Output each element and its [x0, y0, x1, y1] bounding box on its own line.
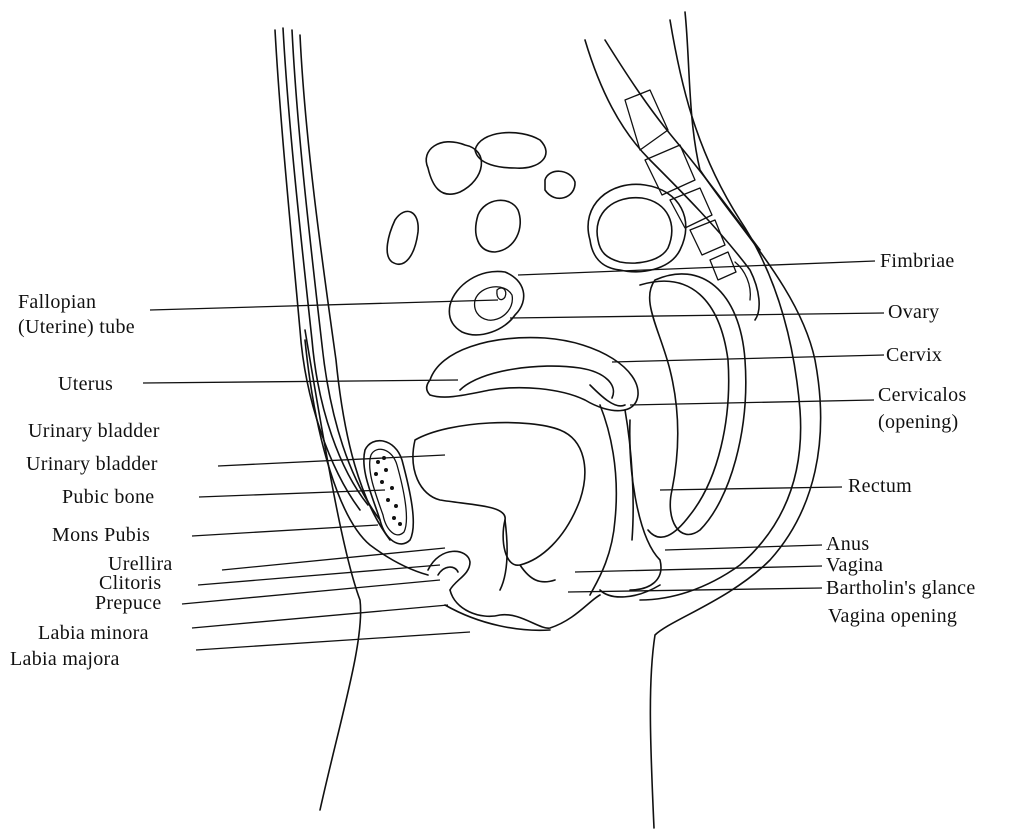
label-clitoris: Clitoris: [99, 572, 161, 594]
label-cervicalos-line2: (opening): [878, 411, 958, 433]
label-rectum: Rectum: [848, 475, 912, 497]
label-vagina-opening: Vagina opening: [828, 605, 957, 627]
vagina-cervix: [590, 405, 660, 597]
label-prepuce: Prepuce: [95, 592, 162, 614]
label-vagina: Vagina: [826, 554, 883, 576]
body-outline-back: [640, 12, 821, 828]
intestines: [387, 133, 686, 272]
label-fimbriae: Fimbriae: [880, 250, 955, 272]
label-pubic-bone: Pubic bone: [62, 486, 154, 508]
vulva: [428, 551, 600, 630]
label-fallopian-line2: (Uterine) tube: [18, 316, 135, 338]
leader-lines: [143, 261, 884, 650]
label-uterus: Uterus: [58, 373, 113, 395]
uterus: [427, 338, 638, 411]
rectum: [630, 274, 746, 590]
label-bartholins: Bartholin's glance: [826, 577, 976, 599]
label-urinary-bladder-1: Urinary bladder: [28, 420, 160, 442]
label-mons-pubis: Mons Pubis: [52, 524, 150, 546]
label-ovary: Ovary: [888, 301, 939, 323]
label-labia-majora: Labia majora: [10, 648, 120, 670]
sacrum: [585, 40, 760, 320]
ovary-tube: [449, 271, 523, 334]
label-cervicalos-line1: Cervicalos: [878, 384, 967, 406]
pubic-bone: [364, 441, 413, 544]
label-fallopian-line1: Fallopian: [18, 291, 96, 313]
label-urinary-bladder-2: Urinary bladder: [26, 453, 158, 475]
label-labia-minora: Labia minora: [38, 622, 149, 644]
label-anus: Anus: [826, 533, 869, 555]
label-cervix: Cervix: [886, 344, 942, 366]
